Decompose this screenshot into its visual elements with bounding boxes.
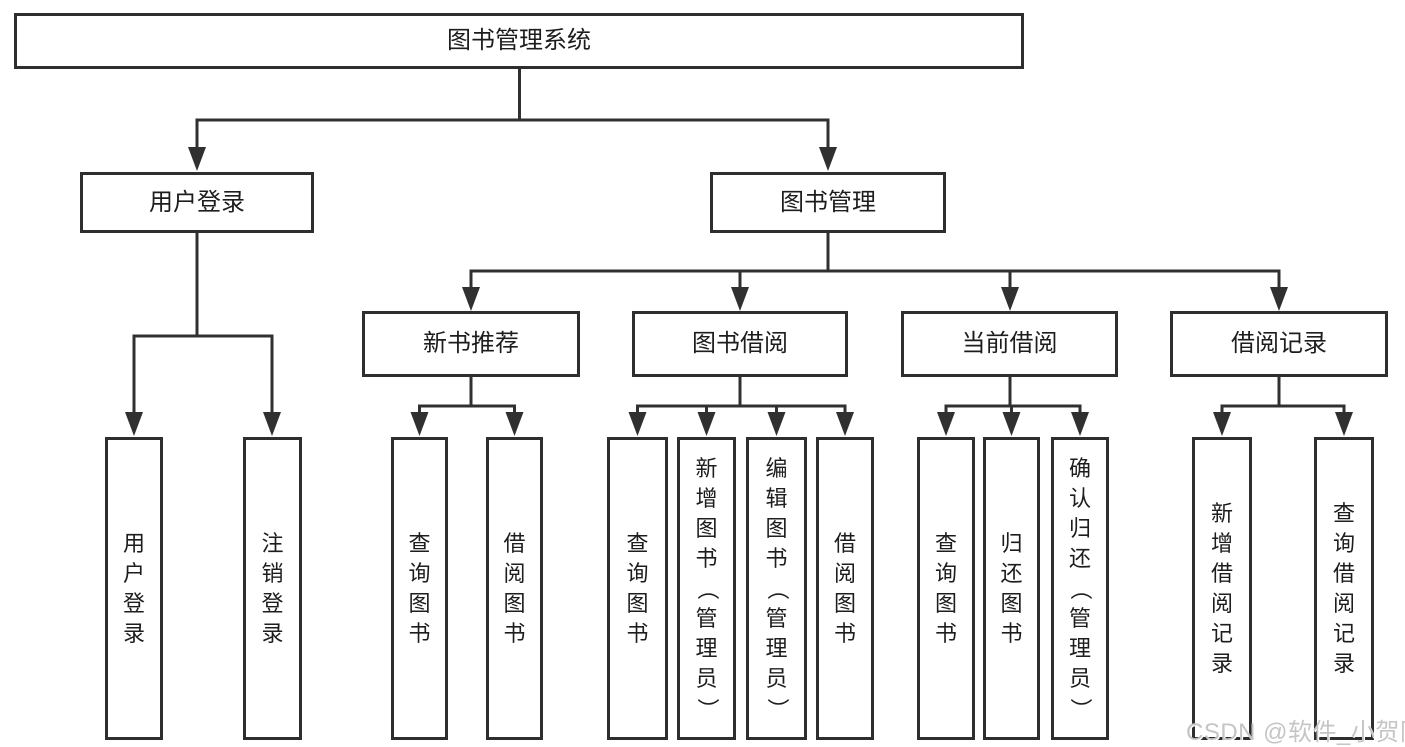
node-label: 用户登录 — [123, 530, 146, 646]
leaf-borrow-borrow-books: 借阅图书 — [816, 437, 874, 740]
leaf-user-login: 用户登录 — [105, 437, 163, 740]
node-label: 新书推荐 — [423, 330, 519, 357]
leaf-current-confirm-return-admin: 确认归还（管理员） — [1051, 437, 1109, 740]
node-label: 用户登录 — [149, 188, 245, 216]
node-label: 查询图书 — [935, 530, 958, 646]
node-borrow-records: 借阅记录 — [1170, 311, 1388, 377]
node-user-login: 用户登录 — [80, 172, 314, 233]
node-label: 确认归还（管理员） — [1068, 455, 1093, 720]
node-label: 当前借阅 — [961, 330, 1058, 357]
node-label: 图书借阅 — [692, 330, 788, 357]
node-label: 注销登录 — [261, 530, 284, 646]
node-label: 查询图书 — [626, 530, 649, 646]
node-book-management: 图书管理 — [710, 172, 946, 233]
node-root: 图书管理系统 — [14, 13, 1024, 69]
leaf-borrow-edit-books-admin: 编辑图书（管理员） — [746, 437, 807, 740]
leaf-current-query-books: 查询图书 — [917, 437, 975, 740]
node-label: 编辑图书（管理员） — [764, 455, 790, 720]
leaf-records-add-record: 新增借阅记录 — [1192, 437, 1252, 740]
node-book-borrow: 图书借阅 — [632, 311, 848, 377]
node-label: 新增图书（管理员） — [694, 455, 720, 720]
leaf-records-query-record: 查询借阅记录 — [1314, 437, 1374, 740]
node-label: 借阅图书 — [834, 530, 857, 646]
node-label: 图书管理系统 — [447, 27, 591, 54]
leaf-newbook-query-books: 查询图书 — [391, 437, 448, 740]
node-label: 图书管理 — [780, 188, 876, 216]
node-label: 新增借阅记录 — [1211, 500, 1234, 676]
node-new-book-recommend: 新书推荐 — [362, 311, 580, 377]
node-label: 归还图书 — [1000, 530, 1023, 646]
leaf-logout: 注销登录 — [243, 437, 302, 740]
leaf-current-return-books: 归还图书 — [983, 437, 1040, 740]
node-label: 借阅图书 — [503, 530, 526, 646]
leaf-newbook-borrow-books: 借阅图书 — [486, 437, 543, 740]
node-current-borrow: 当前借阅 — [901, 311, 1118, 377]
leaf-borrow-query-books: 查询图书 — [607, 437, 668, 740]
csdn-watermark: CSDN @软件_小贺同学 — [1186, 719, 1405, 746]
node-label: 查询图书 — [408, 530, 431, 646]
node-label: 查询借阅记录 — [1333, 500, 1356, 676]
node-label: 借阅记录 — [1231, 330, 1327, 357]
leaf-borrow-add-books-admin: 新增图书（管理员） — [677, 437, 736, 740]
